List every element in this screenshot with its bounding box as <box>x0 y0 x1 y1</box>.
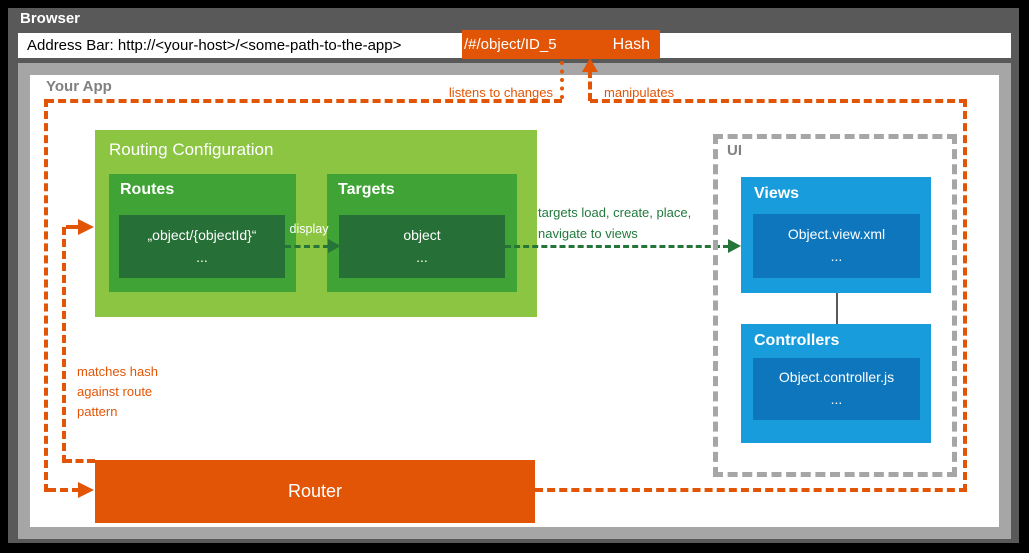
controller-more: ... <box>830 391 843 407</box>
router-title: Router <box>287 481 343 501</box>
listens-path-left-vertical <box>44 99 48 492</box>
targets-to-views-label: targets load, create, place, navigate to… <box>538 205 692 241</box>
controllers-title: Controllers <box>754 332 840 349</box>
display-arrow-label: display <box>289 222 329 236</box>
arrow-up-icon <box>582 58 598 72</box>
targets-to-views-arrow <box>505 245 729 248</box>
your-app-title: Your App <box>46 78 112 95</box>
view-more: ... <box>830 248 843 264</box>
view-file-box: Object.view.xml ... <box>753 214 920 278</box>
hash-value: /#/object/ID_5 <box>464 36 557 53</box>
listens-path-into-router <box>48 488 80 492</box>
target-more: ... <box>416 248 428 265</box>
targets-title: Targets <box>338 181 395 198</box>
ui-dashed-box <box>713 134 957 477</box>
target-object-box: object ... <box>339 215 505 278</box>
arrow-right-icon <box>328 239 341 253</box>
hash-highlight: /#/object/ID_5 Hash <box>462 30 660 59</box>
manipulates-path-to-hash <box>588 70 592 101</box>
routes-title: Routes <box>120 181 175 198</box>
target-name: object <box>403 226 441 243</box>
listens-to-changes-label: listens to changes <box>448 85 553 100</box>
display-arrow <box>285 245 329 248</box>
views-controllers-connector <box>836 293 838 325</box>
manipulates-path-top-horizontal <box>590 99 967 103</box>
matches-path-into-routes <box>66 225 80 229</box>
matches-hash-label: matches hash against route pattern <box>77 364 158 419</box>
matches-path-vertical <box>62 227 66 463</box>
arrow-right-icon <box>728 239 741 253</box>
router-box: Router <box>95 460 535 523</box>
controller-file-box: Object.controller.js ... <box>753 358 920 420</box>
ui-title: UI <box>727 142 742 159</box>
listens-path-top-horizontal <box>46 99 562 103</box>
views-title: Views <box>754 185 800 202</box>
manipulates-path-right-vertical <box>963 99 967 492</box>
arrow-right-icon <box>78 482 94 498</box>
hash-label: Hash <box>612 35 650 53</box>
route-more: ... <box>196 248 208 265</box>
route-pattern: „object/{objectId}“ <box>147 226 257 243</box>
manipulates-label: manipulates <box>604 85 675 100</box>
address-bar-text: Address Bar: http://<your-host>/<some-pa… <box>27 37 402 54</box>
controller-file: Object.controller.js <box>778 369 895 386</box>
route-pattern-box: „object/{objectId}“ ... <box>119 215 285 278</box>
view-file: Object.view.xml <box>787 226 886 243</box>
browser-window-title: Browser <box>20 10 81 27</box>
routing-configuration-title: Routing Configuration <box>109 140 274 159</box>
listens-path-vertical-from-hash <box>560 61 564 99</box>
matches-path-from-router <box>64 459 95 463</box>
arrow-right-icon <box>78 219 94 235</box>
manipulates-path-from-router <box>535 488 967 492</box>
